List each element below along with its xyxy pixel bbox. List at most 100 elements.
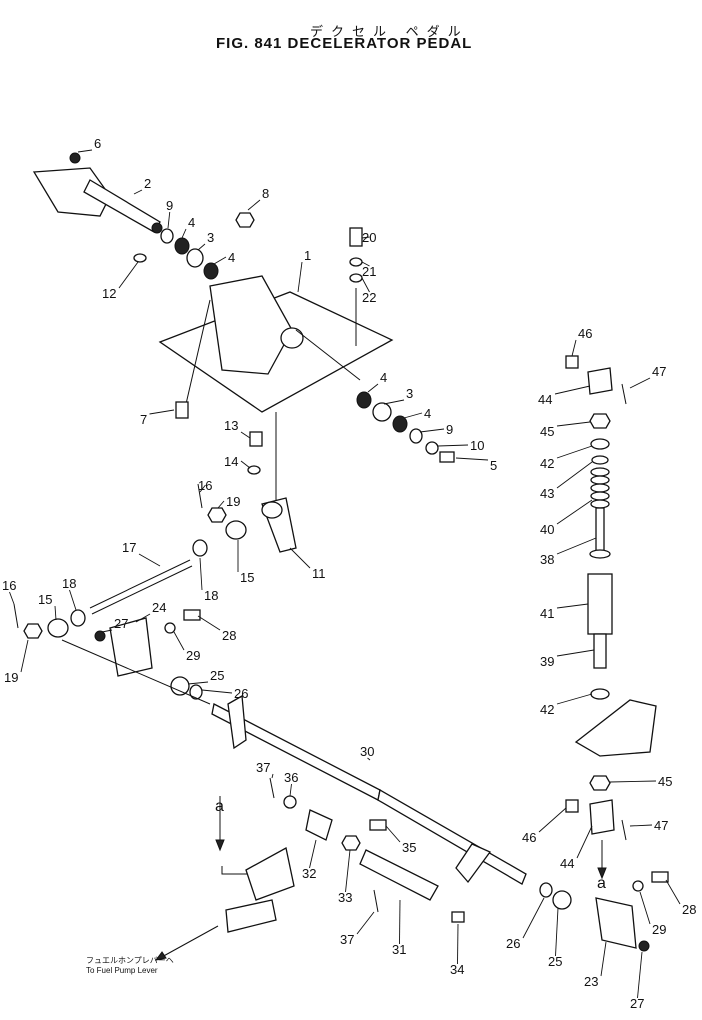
callout-c33: 33 <box>338 890 352 905</box>
cotter-pin <box>269 777 275 799</box>
leader-c20 <box>361 236 370 239</box>
sleeve <box>587 573 613 635</box>
leader-c19a <box>217 500 225 509</box>
callout-c3a: 3 <box>207 230 214 245</box>
callout-c18a: 18 <box>204 588 218 603</box>
callout-c25b: 25 <box>548 954 562 969</box>
washer <box>590 688 610 700</box>
lever-linkage <box>13 412 297 700</box>
pin-bolt <box>565 799 579 813</box>
callout-c26a: 26 <box>234 686 248 701</box>
callout-c39: 39 <box>540 654 554 669</box>
callout-c16a: 16 <box>198 478 212 493</box>
leader-c35 <box>385 825 401 843</box>
leader-c3b <box>383 399 405 405</box>
cotter-pin <box>197 483 203 509</box>
leader-c21 <box>361 261 370 267</box>
shaft-lever <box>227 694 247 750</box>
adjusting-rod <box>89 559 191 609</box>
arm <box>359 849 439 901</box>
arrow-head <box>215 839 225 852</box>
rod-end <box>225 520 247 540</box>
callout-c32: 32 <box>302 866 316 881</box>
arrow-head <box>154 951 167 961</box>
leader-c44a <box>554 385 591 395</box>
bushing <box>174 237 190 255</box>
leader-c47a <box>629 377 651 389</box>
leader-c32 <box>309 839 317 869</box>
leader-c26b <box>522 897 545 939</box>
callout-c47b: 47 <box>654 818 668 833</box>
callout-c44a: 44 <box>538 392 552 407</box>
leader-c25a <box>187 681 209 685</box>
callout-c42a: 42 <box>540 456 554 471</box>
grease-fitting <box>638 940 650 952</box>
leader-c40 <box>556 499 593 525</box>
fuel-lever-arrow <box>159 925 219 959</box>
callout-c29b: 29 <box>652 922 666 937</box>
view-mark-a-left: a <box>215 798 224 815</box>
stop-bolt <box>175 401 189 419</box>
callout-c18b: 18 <box>62 576 76 591</box>
shaft-arm <box>455 843 492 884</box>
bushing <box>392 415 408 433</box>
leader-c23 <box>600 941 607 977</box>
leader-c27b <box>637 951 643 999</box>
callout-c27b: 27 <box>630 996 644 1011</box>
shaft-axis <box>61 639 211 705</box>
leader-c11 <box>289 547 311 569</box>
bolt <box>439 451 455 463</box>
cotter-pin <box>621 819 627 841</box>
leader-c37b <box>356 911 375 935</box>
callout-c30: 30 <box>360 744 374 759</box>
nut <box>192 539 208 557</box>
bushing <box>356 391 372 409</box>
callout-c4b: 4 <box>228 250 235 265</box>
leader-c22 <box>361 277 370 293</box>
spring-bracket <box>574 699 657 757</box>
fuel-pump-note-kana: フュエルホンプレバーヘ <box>86 956 174 965</box>
callout-labels: 1233444456789910111213141515161617181819… <box>2 136 696 1011</box>
leader-c24 <box>135 613 151 623</box>
callout-c4c: 4 <box>380 370 387 385</box>
callout-c44b: 44 <box>560 856 574 871</box>
callout-c37b: 37 <box>340 932 354 947</box>
leader-c28b <box>665 879 681 905</box>
leader-c36 <box>289 783 292 797</box>
leader-c14 <box>240 460 251 469</box>
leader-c19b <box>20 639 29 673</box>
callout-c4a: 4 <box>188 215 195 230</box>
pedal-pivot <box>151 222 163 234</box>
leader-c4a <box>181 228 187 239</box>
leader-c12 <box>118 261 139 289</box>
leader-c8 <box>247 199 261 211</box>
callout-c46a: 46 <box>578 326 592 341</box>
leader-c30 <box>367 757 371 761</box>
fuel-pump-note: To Fuel Pump Lever <box>86 966 158 975</box>
leader-c33 <box>345 849 351 893</box>
callout-c1: 1 <box>304 248 311 263</box>
callout-c35: 35 <box>402 840 416 855</box>
bolt <box>369 819 387 831</box>
bolt <box>349 227 363 247</box>
callout-c3b: 3 <box>406 386 413 401</box>
cotter-pin <box>621 383 627 405</box>
callout-c10: 10 <box>470 438 484 453</box>
callout-c5: 5 <box>490 458 497 473</box>
washer <box>164 622 176 634</box>
washer <box>160 228 174 244</box>
grease-fitting <box>69 152 81 164</box>
leader-c37a <box>271 773 274 779</box>
callout-c19a: 19 <box>226 494 240 509</box>
leader-c39 <box>556 649 595 657</box>
washer <box>189 684 203 700</box>
nut <box>589 413 611 429</box>
leader-c4c <box>367 383 379 393</box>
pedal-assembly <box>32 152 455 463</box>
guide <box>593 633 607 669</box>
callout-c9a: 9 <box>166 198 173 213</box>
leader-c4b <box>213 256 227 265</box>
lever-hub <box>261 501 283 519</box>
callout-c31: 31 <box>392 942 406 957</box>
washer <box>590 438 610 450</box>
